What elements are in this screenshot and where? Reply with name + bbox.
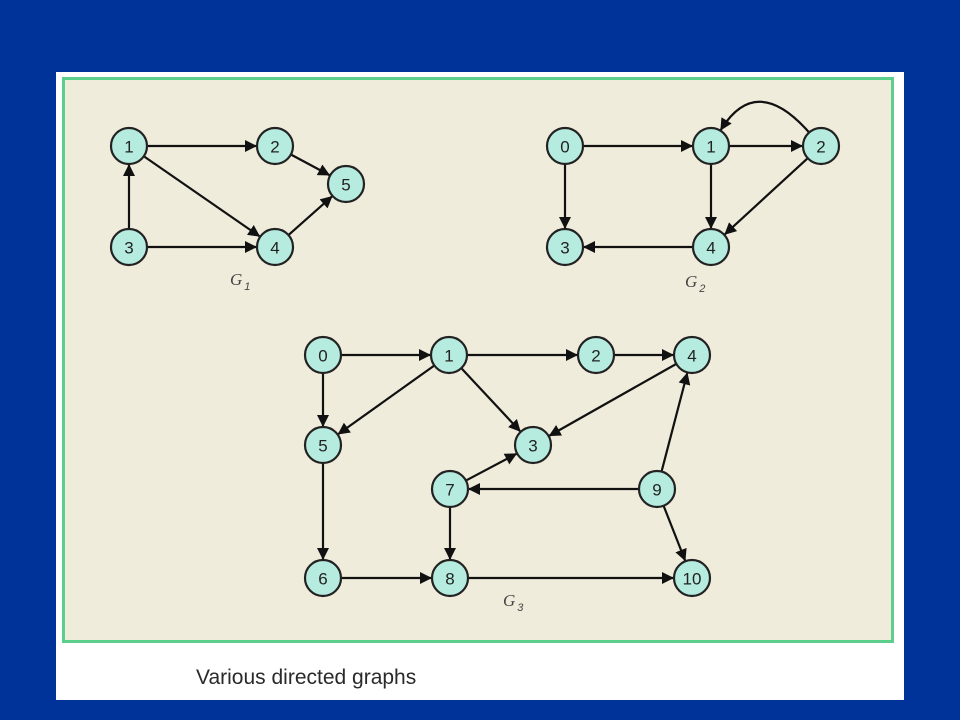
edge-g2-2-to-1: [719, 100, 810, 134]
node-g1-1: 1: [109, 126, 149, 166]
node-g2-3: 3: [545, 227, 585, 267]
edge-g3-1-to-5: [337, 364, 435, 436]
node-circle: [109, 227, 149, 267]
node-g3-0: 0: [303, 335, 343, 375]
node-g1-4: 4: [255, 227, 295, 267]
node-g3-8: 8: [430, 558, 470, 598]
node-label: 1: [706, 138, 715, 157]
node-circle: [672, 335, 712, 375]
node-label: 3: [528, 437, 537, 456]
node-label: 2: [591, 347, 600, 366]
node-g2-0: 0: [545, 126, 585, 166]
edge-g1-2-to-5: [290, 153, 331, 177]
node-g3-6: 6: [303, 558, 343, 598]
node-g1-2: 2: [255, 126, 295, 166]
node-g2-1: 1: [691, 126, 731, 166]
node-label: 0: [560, 138, 569, 157]
node-label: 9: [652, 481, 661, 500]
node-label: 5: [341, 176, 350, 195]
node-circle: [326, 164, 366, 204]
node-g2-2: 2: [801, 126, 841, 166]
node-g1-5: 5: [326, 164, 366, 204]
node-circle: [429, 335, 469, 375]
node-circle: [691, 227, 731, 267]
edge-g1-1-to-4: [143, 155, 261, 238]
node-circle: [303, 425, 343, 465]
node-label: 4: [687, 347, 696, 366]
node-label: 2: [816, 138, 825, 157]
edge-g2-2-to-4: [723, 157, 809, 236]
node-circle: [545, 126, 585, 166]
node-g3-5: 5: [303, 425, 343, 465]
node-circle: [576, 335, 616, 375]
node-circle: [255, 227, 295, 267]
node-label: 1: [444, 347, 453, 366]
edge-g3-1-to-3: [460, 367, 522, 433]
node-circle: [637, 469, 677, 509]
node-g3-4: 4: [672, 335, 712, 375]
graph-frame: [62, 77, 894, 643]
node-label: 1: [124, 138, 133, 157]
figure-caption: Various directed graphs: [196, 666, 417, 689]
node-g3-1: 1: [429, 335, 469, 375]
node-circle: [545, 227, 585, 267]
node-g3-2: 2: [576, 335, 616, 375]
edge-g1-4-to-5: [287, 195, 334, 236]
node-circle: [801, 126, 841, 166]
node-label: 5: [318, 437, 327, 456]
node-circle: [255, 126, 295, 166]
node-g3-3: 3: [513, 425, 553, 465]
node-circle: [513, 425, 553, 465]
node-g3-10: 10: [672, 558, 712, 598]
node-g1-3: 3: [109, 227, 149, 267]
node-label: 0: [318, 347, 327, 366]
node-label: 10: [683, 570, 702, 589]
node-label: 3: [560, 239, 569, 258]
edge-g3-7-to-3: [465, 452, 518, 482]
node-circle: [109, 126, 149, 166]
node-label: 8: [445, 570, 454, 589]
node-circle: [430, 558, 470, 598]
edge-g3-4-to-3: [548, 362, 677, 438]
node-circle: [303, 558, 343, 598]
node-label: 2: [270, 138, 279, 157]
node-circle: [303, 335, 343, 375]
node-label: 6: [318, 570, 327, 589]
node-circle: [691, 126, 731, 166]
node-label: 4: [270, 239, 279, 258]
edge-g3-9-to-10: [662, 505, 687, 562]
node-g3-7: 7: [430, 469, 470, 509]
node-circle: [672, 558, 712, 598]
node-g2-4: 4: [691, 227, 731, 267]
node-circle: [430, 469, 470, 509]
node-label: 4: [706, 239, 715, 258]
node-label: 7: [445, 481, 454, 500]
node-g3-9: 9: [637, 469, 677, 509]
edge-g3-9-to-4: [660, 372, 691, 472]
node-label: 3: [124, 239, 133, 258]
